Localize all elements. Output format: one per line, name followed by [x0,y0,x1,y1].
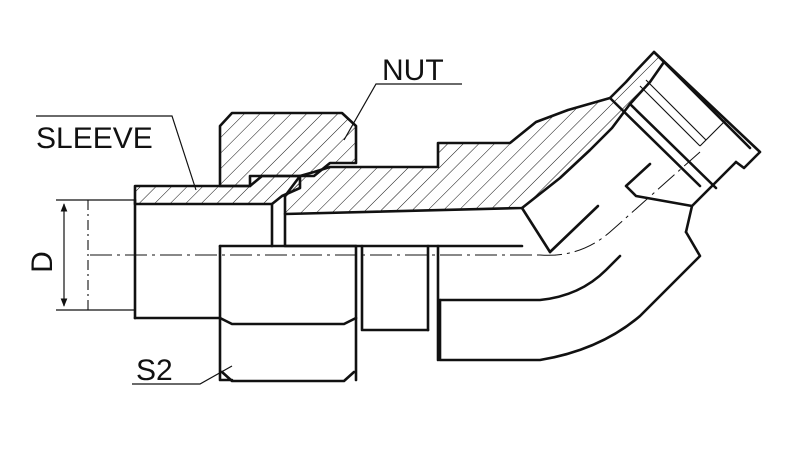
bore [270,202,524,332]
nut-label: NUT [382,54,444,87]
center-line [90,151,701,256]
nut-hex [218,244,358,383]
nut-section [218,111,358,188]
elbow-body [520,50,762,254]
nut-callout: NUT [343,54,462,141]
lower-contour [426,230,702,362]
tube [87,198,222,320]
sleeve [133,174,302,206]
sleeve-callout: SLEEVE [36,115,197,191]
body-section [283,50,666,216]
s2-callout: S2 [132,354,233,387]
sleeve-label: SLEEVE [36,122,153,155]
dimension-d: D [26,199,135,311]
s2-label: S2 [136,354,173,387]
dimension-d-label: D [26,251,59,273]
